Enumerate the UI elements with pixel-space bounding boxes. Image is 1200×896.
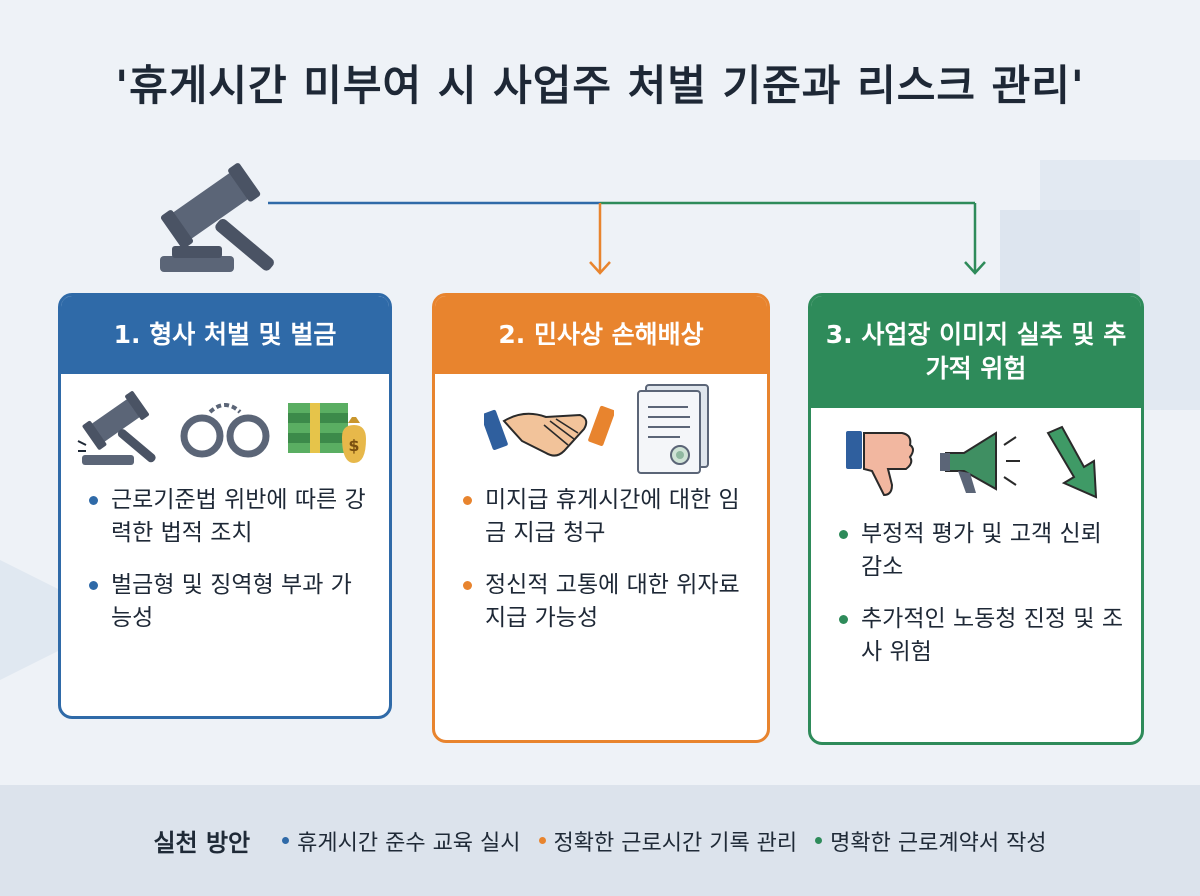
arrowhead-green [964, 261, 986, 275]
gavel-icon [160, 163, 274, 272]
card-icons: $ [61, 374, 389, 484]
megaphone-icon [940, 431, 1020, 493]
thumbs-down-icon [846, 431, 914, 497]
card-title: 2. 민사상 손해배상 [435, 296, 767, 374]
action-plan-item: 휴게시간 준수 교육 실시 [282, 825, 521, 857]
arrowhead-orange [589, 261, 611, 275]
handshake-icon [484, 405, 614, 457]
card-icons [435, 374, 767, 484]
handcuffs-icon [180, 403, 270, 458]
bullet-dot [839, 530, 848, 539]
bullet-dot [463, 496, 472, 505]
card-civil-damages: 2. 민사상 손해배상 미지급 휴게시간에 대한 임금 지급 청구 정신적 고통… [432, 293, 770, 743]
action-plan-label: 실천 방안 [153, 829, 251, 857]
card-criminal-penalty: 1. 형사 처벌 및 벌금 $ [58, 293, 392, 719]
bullet-dot [839, 614, 848, 624]
page-title: '휴게시간 미부여 시 사업주 처벌 기준과 리스크 관리' [115, 61, 1085, 110]
gavel-icon [77, 391, 156, 465]
document-icon [637, 384, 709, 474]
list-item: 부정적 평가 및 고객 신뢰 감소 [839, 518, 1123, 585]
action-plan-bar: 실천 방안 휴게시간 준수 교육 실시 정확한 근로시간 기록 관리 명확한 근… [0, 785, 1200, 896]
bullet-dot [89, 496, 98, 505]
bullet-dot [282, 837, 290, 844]
card-icons [811, 408, 1141, 518]
down-arrow-icon [1046, 425, 1098, 499]
list-item: 추가적인 노동청 진정 및 조사 위험 [839, 603, 1123, 670]
card-title: 3. 사업장 이미지 실추 및 추가적 위험 [811, 296, 1141, 408]
bullet-dot [538, 837, 546, 844]
bullet-dot [89, 580, 98, 590]
svg-text:$: $ [348, 436, 359, 455]
bullet-list: 미지급 휴게시간에 대한 임금 지급 청구 정신적 고통에 대한 위자료 지급 … [435, 484, 767, 635]
list-item: 미지급 휴게시간에 대한 임금 지급 청구 [463, 484, 749, 551]
bullet-dot [463, 580, 472, 590]
action-plan-item: 명확한 근로계약서 작성 [815, 825, 1047, 857]
bullet-dot [815, 837, 823, 844]
card-title: 1. 형사 처벌 및 벌금 [61, 296, 389, 374]
action-plan-item: 정확한 근로시간 기록 관리 [538, 825, 797, 857]
list-item: 정신적 고통에 대한 위자료 지급 가능성 [463, 569, 749, 636]
card-reputation-risk: 3. 사업장 이미지 실추 및 추가적 위험 부정적 평가 및 고객 신뢰 감소… [808, 293, 1144, 745]
bullet-list: 부정적 평가 및 고객 신뢰 감소 추가적인 노동청 진정 및 조사 위험 [811, 518, 1141, 669]
list-item: 벌금형 및 징역형 부과 가능성 [89, 569, 371, 636]
bullet-list: 근로기준법 위반에 따른 강력한 법적 조치 벌금형 및 징역형 부과 가능성 [61, 484, 389, 635]
list-item: 근로기준법 위반에 따른 강력한 법적 조치 [89, 484, 371, 551]
money-icon: $ [288, 403, 366, 463]
